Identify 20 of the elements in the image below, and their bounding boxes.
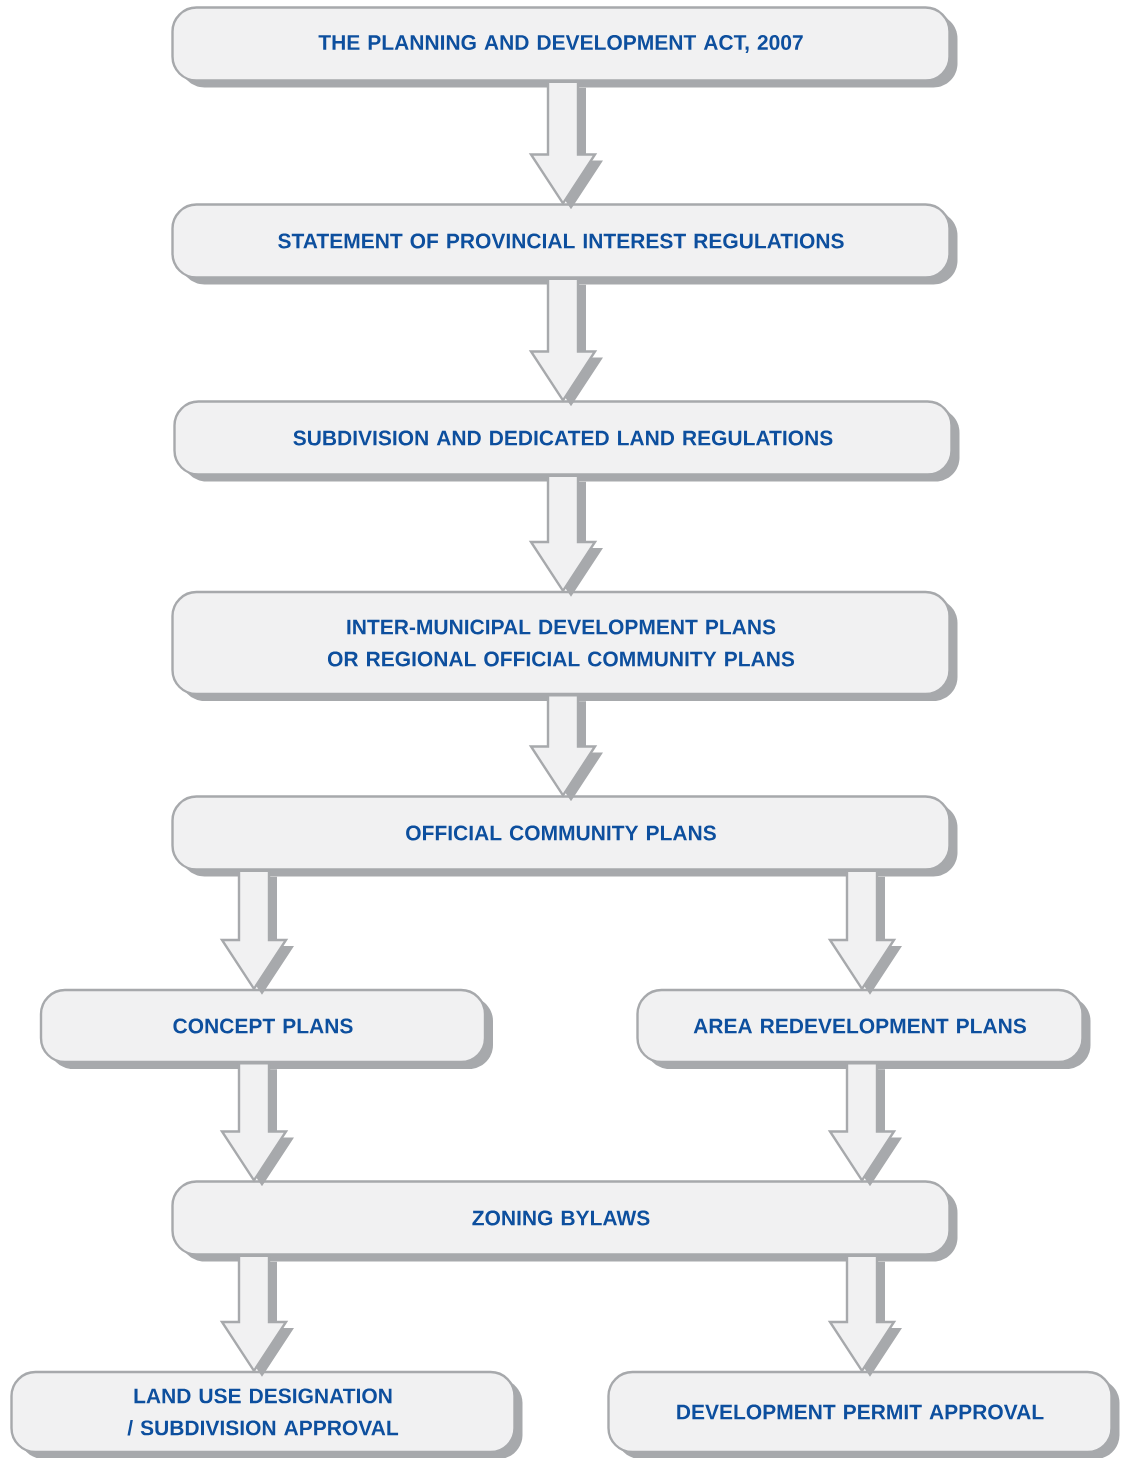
block-arrow — [528, 474, 603, 597]
block-arrow — [528, 277, 603, 407]
process-box: SUBDIVISION AND DEDICATED LAND REGULATIONS — [173, 400, 960, 482]
block-arrow — [827, 869, 902, 995]
block-arrow — [827, 1062, 902, 1187]
block-arrow — [827, 1254, 902, 1377]
block-arrow — [528, 694, 603, 802]
process-box: ZONING BYLAWS — [171, 1180, 958, 1262]
block-arrow — [219, 1254, 294, 1377]
process-box: INTER-MUNICIPAL DEVELOPMENT PLANS OR REGIONAL OFFICIAL COMMUNITY PLANS — [171, 590, 958, 701]
process-box: CONCEPT PLANS — [39, 988, 493, 1069]
process-box: DEVELOPMENT PERMIT APPROVAL — [607, 1370, 1120, 1458]
process-box: THE PLANNING AND DEVELOPMENT ACT, 2007 — [171, 6, 958, 88]
process-box: STATEMENT OF PROVINCIAL INTEREST REGULATIONS — [171, 203, 958, 285]
process-box: OFFICIAL COMMUNITY PLANS — [171, 795, 958, 877]
process-box: LAND USE DESIGNATION / SUBDIVISION APPROVAL — [10, 1370, 523, 1458]
process-box: AREA REDEVELOPMENT PLANS — [636, 988, 1091, 1069]
block-arrow — [219, 1062, 294, 1187]
block-arrow — [528, 80, 603, 210]
block-arrow — [219, 869, 294, 995]
